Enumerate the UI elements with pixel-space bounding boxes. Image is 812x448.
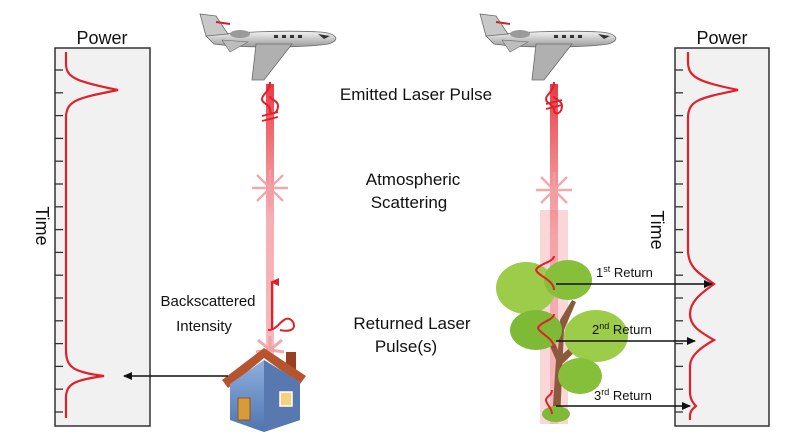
backscattered-label-line2: Intensity xyxy=(176,318,232,335)
left-scatter-burst xyxy=(252,170,288,206)
right-time-label: Time xyxy=(647,210,667,249)
tree-foliage-top-right xyxy=(544,260,592,300)
right-airplane-engine xyxy=(510,30,530,38)
left-airplane-tail xyxy=(200,14,228,36)
left-power-label: Power xyxy=(76,28,127,48)
left-emitted-pulse xyxy=(262,82,278,113)
return-label-2-suffix: nd xyxy=(599,321,609,331)
return-label-3-ordinal: 3 xyxy=(594,388,601,403)
backscattered-label-line1: Backscattered xyxy=(160,293,255,310)
right-scatter-burst xyxy=(536,172,572,208)
right-airplane-tail xyxy=(480,14,508,36)
atmospheric-label-line2: Scattering xyxy=(371,193,448,212)
right-airplane-illustration xyxy=(480,14,616,80)
house-window xyxy=(280,392,292,406)
return-label-3-suffix: rd xyxy=(601,387,609,397)
left-airplane-illustration xyxy=(200,14,336,80)
left-laser-beam xyxy=(252,82,294,354)
left-ground-burst xyxy=(256,336,284,352)
left-waveform-panel: Power Time xyxy=(32,28,150,426)
left-time-label: Time xyxy=(32,206,52,245)
return-label-1-ordinal: 1 xyxy=(596,265,603,280)
return-label-1: 1st Return xyxy=(596,264,653,280)
atmospheric-label-line1: Atmospheric xyxy=(366,170,461,189)
tree-foliage-base xyxy=(542,406,570,422)
right-power-label: Power xyxy=(696,28,747,48)
left-airplane-wing xyxy=(252,44,292,80)
return-label-3: 3rd Return xyxy=(594,387,652,403)
return-label-2-ordinal: 2 xyxy=(592,322,599,337)
house-illustration xyxy=(222,348,306,432)
right-airplane-wing xyxy=(532,44,572,80)
left-airplane-engine xyxy=(230,30,250,38)
right-waveform-panel: Power Time xyxy=(647,28,769,426)
house-door xyxy=(238,398,250,420)
returned-laser-label-line1: Returned Laser xyxy=(353,314,471,333)
return-label-2-text: Return xyxy=(609,322,652,337)
emitted-laser-pulse-label: Emitted Laser Pulse xyxy=(340,85,492,104)
returned-laser-label-line2: Pulse(s) xyxy=(375,337,437,356)
return-label-1-text: Return xyxy=(610,265,653,280)
return-label-3-text: Return xyxy=(609,388,652,403)
